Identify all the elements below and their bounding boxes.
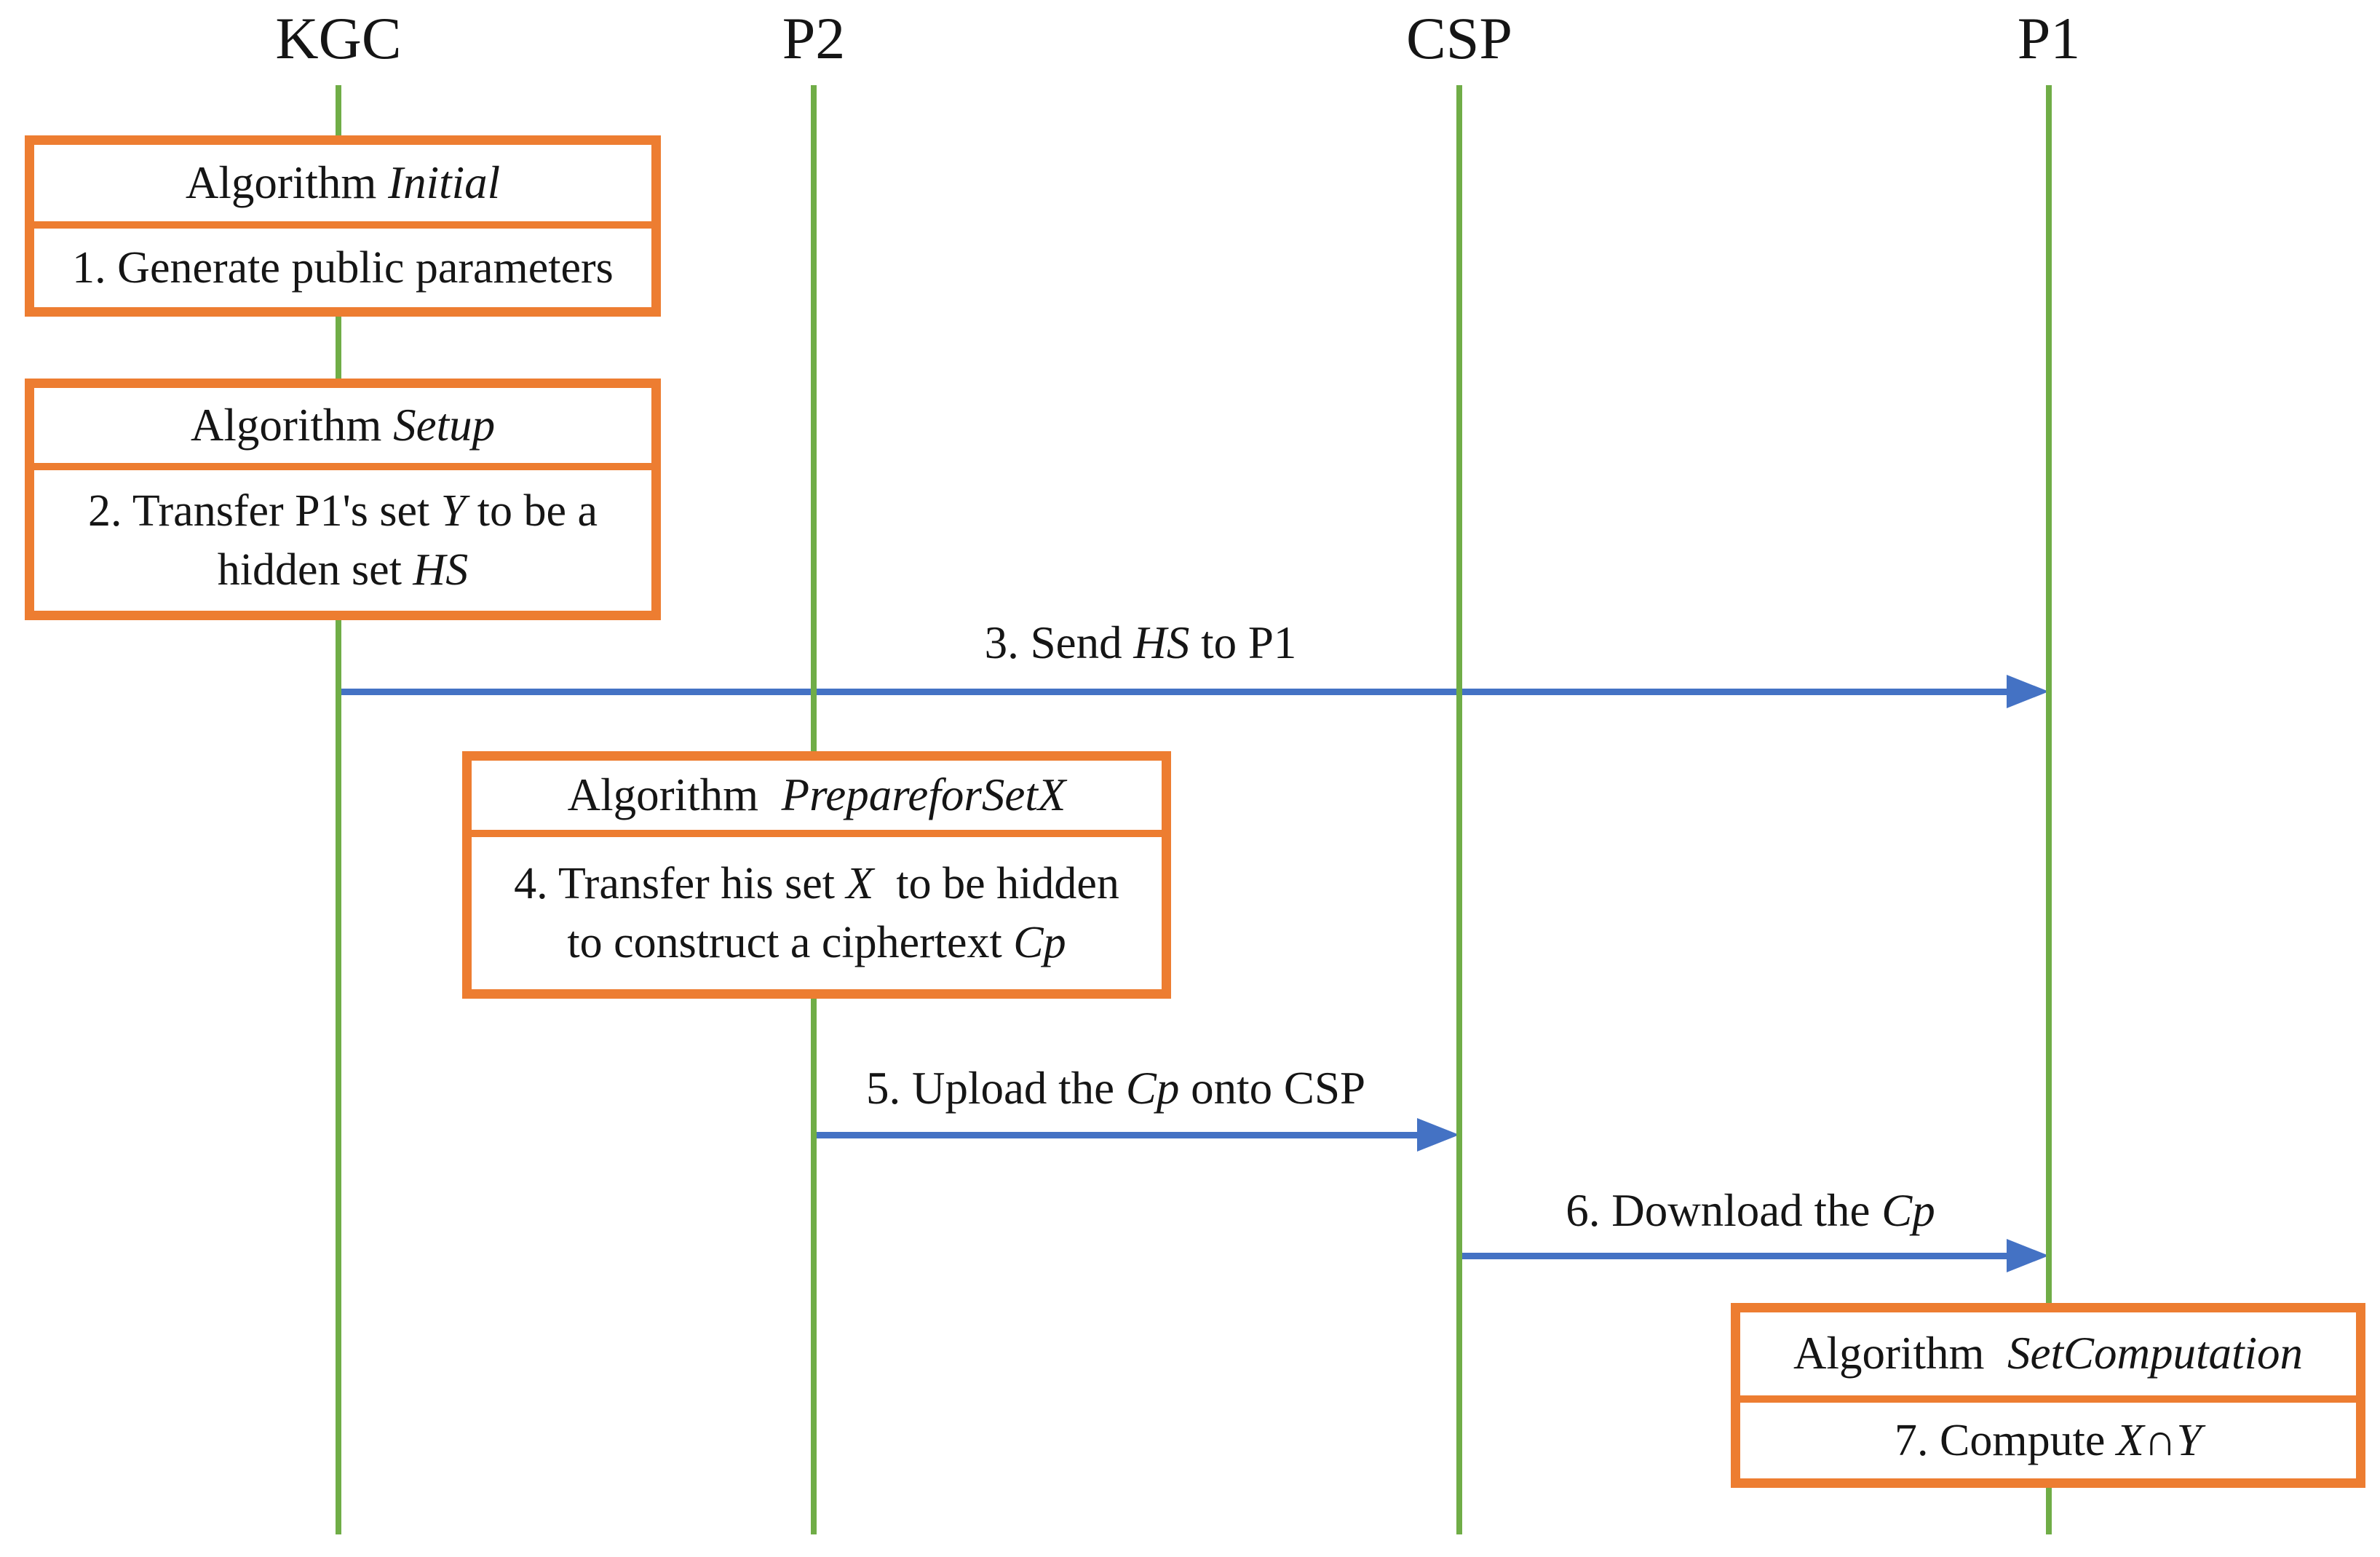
algorithm-box-initial-title: Algorithm Initial: [34, 145, 651, 229]
arrowhead-icon: [2007, 1239, 2049, 1272]
algorithm-box-setcomputation-step: 7. Compute X∩Y: [1895, 1415, 2202, 1465]
algorithm-box-initial: Algorithm Initial 1. Generate public par…: [25, 135, 661, 317]
algorithm-box-setcomputation-title: Algorithm SetComputation: [1740, 1312, 2356, 1403]
message-arrow-download-cp: [1459, 1253, 2011, 1259]
message-label-download-cp: 6. Download the Cp: [1566, 1185, 1935, 1236]
algorithm-box-setup: Algorithm Setup 2. Transfer P1's set Y t…: [25, 379, 661, 620]
algorithm-box-prepareforsetx: Algorithm PrepareforSetX 4. Transfer his…: [462, 751, 1171, 999]
lifeline-csp: [1456, 85, 1462, 1534]
participant-label-p1: P1: [2017, 5, 2081, 71]
arrowhead-icon: [2007, 675, 2049, 708]
algorithm-box-setcomputation: Algorithm SetComputation 7. Compute X∩Y: [1731, 1303, 2365, 1488]
algorithm-box-prepareforsetx-title: Algorithm PrepareforSetX: [472, 761, 1162, 837]
algorithm-box-initial-step: 1. Generate public parameters: [72, 242, 614, 293]
lifeline-p1: [2046, 85, 2052, 1534]
message-label-send-hs: 3. Send HS to P1: [984, 617, 1297, 668]
arrowhead-icon: [1417, 1118, 1459, 1152]
algorithm-box-setup-title: Algorithm Setup: [34, 388, 651, 470]
participant-label-p2: P2: [782, 5, 846, 71]
message-arrow-upload-cp: [814, 1132, 1421, 1138]
message-arrow-send-hs: [338, 689, 2011, 695]
message-label-upload-cp: 5. Upload the Cp onto CSP: [865, 1063, 1366, 1114]
participant-label-csp: CSP: [1406, 5, 1512, 71]
participant-label-kgc: KGC: [275, 5, 402, 71]
lifeline-kgc: [336, 85, 341, 1534]
